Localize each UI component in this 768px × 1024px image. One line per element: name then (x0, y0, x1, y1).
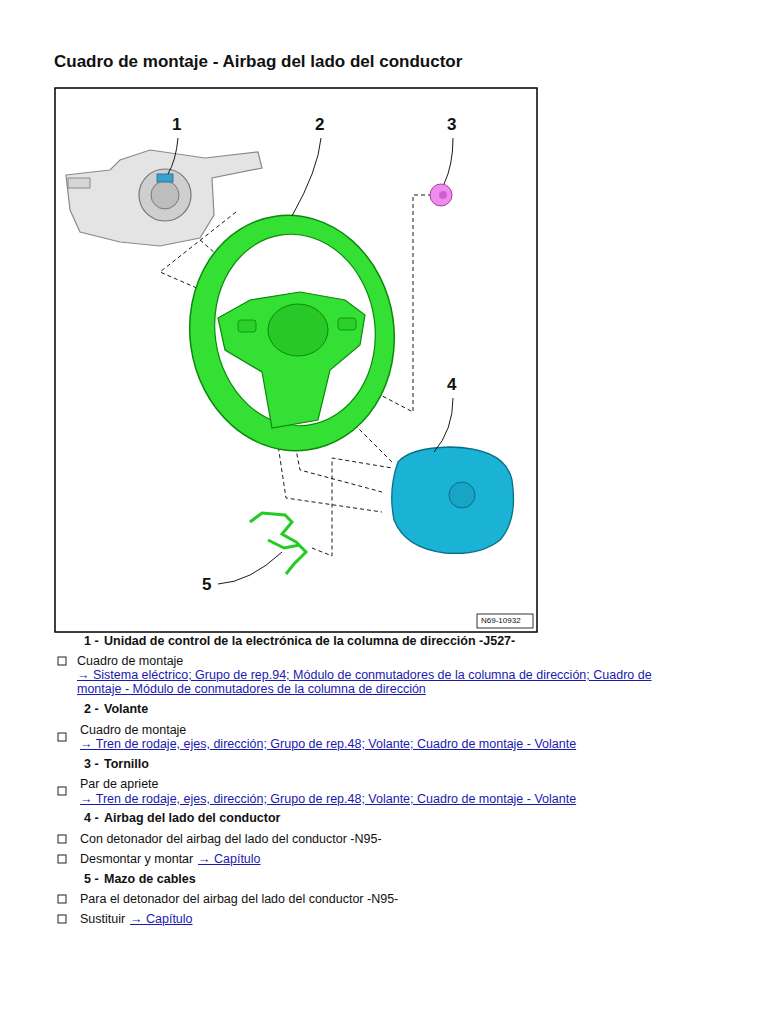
airbag-cover (392, 447, 514, 553)
checkbox (58, 895, 66, 903)
checkbox (58, 733, 66, 741)
item-note: Cuadro de montaje (80, 723, 186, 737)
airbag-logo (449, 482, 475, 508)
leader-line (218, 552, 282, 584)
figure-frame (55, 88, 537, 632)
callout-number: 4 (447, 375, 456, 395)
checkbox (58, 915, 66, 923)
dashed-line (312, 458, 392, 556)
hub-recess (268, 304, 328, 356)
cross-reference: → Capítulo (130, 912, 193, 926)
callout-number: 1 (172, 115, 181, 135)
item-name: Volante (104, 702, 148, 716)
wheel-rim (175, 202, 410, 464)
item-number: 2 - (84, 702, 99, 716)
leader-lines (168, 138, 453, 584)
cross-reference: → Tren de rodaje, ejes, dirección; Grupo… (80, 792, 576, 806)
stalk (68, 178, 90, 188)
page-title: Cuadro de montaje - Airbag del lado del … (54, 52, 462, 72)
switch-connector (157, 174, 173, 182)
bolt (430, 184, 452, 206)
wheel-hub (218, 292, 365, 428)
checkbox (58, 855, 66, 863)
checkbox (58, 835, 66, 843)
steering-wheel (175, 202, 410, 464)
bolt-head (430, 184, 452, 206)
cross-reference: → Capítulo (198, 852, 261, 866)
item-name: Mazo de cables (104, 872, 196, 886)
item-name: Unidad de control de la electrónica de l… (104, 634, 515, 648)
harness-branch (268, 540, 300, 548)
item-note: Cuadro de montaje (77, 654, 183, 668)
cross-reference: → Tren de rodaje, ejes, dirección; Grupo… (80, 737, 576, 751)
leader-line (292, 138, 321, 216)
wheel-button (238, 320, 256, 332)
item-number: 1 - (84, 634, 99, 648)
item-number: 4 - (84, 811, 99, 825)
harness-wire (250, 513, 306, 574)
switch-hub (151, 181, 179, 209)
item-note: Par de apriete (80, 777, 159, 791)
figure-number-box (477, 614, 533, 628)
wheel-opening (202, 224, 387, 436)
leader-line (168, 138, 178, 174)
bolt-socket (439, 191, 447, 199)
item-note: Desmontar y montar (80, 852, 193, 866)
item-note: Con detonador del airbag del lado del co… (80, 832, 382, 846)
airbag-unit (392, 447, 514, 553)
item-name: Airbag del lado del conductor (104, 811, 280, 825)
callout-number: 5 (202, 575, 211, 595)
item-number: 5 - (84, 872, 99, 886)
callout-number: 3 (447, 115, 456, 135)
wheel-button (338, 318, 356, 330)
leader-line (444, 138, 453, 184)
switch-housing (66, 150, 262, 246)
figure-number: N69-10932 (481, 616, 521, 626)
item-note: Para el detonador del airbag del lado de… (80, 892, 398, 906)
cross-reference: → Sistema eléctrico; Grupo de rep.94; Mó… (77, 668, 677, 696)
checkbox (58, 657, 66, 665)
column-switch-module (66, 150, 262, 246)
switch-ring (139, 169, 191, 221)
item-note: Sustituir (80, 912, 125, 926)
checkbox (58, 787, 66, 795)
item-number: 3 - (84, 757, 99, 771)
leader-line (434, 398, 453, 452)
wiring-harness (250, 513, 306, 574)
callout-number: 2 (315, 115, 324, 135)
checkboxes (58, 657, 66, 923)
item-name: Tornillo (104, 757, 149, 771)
